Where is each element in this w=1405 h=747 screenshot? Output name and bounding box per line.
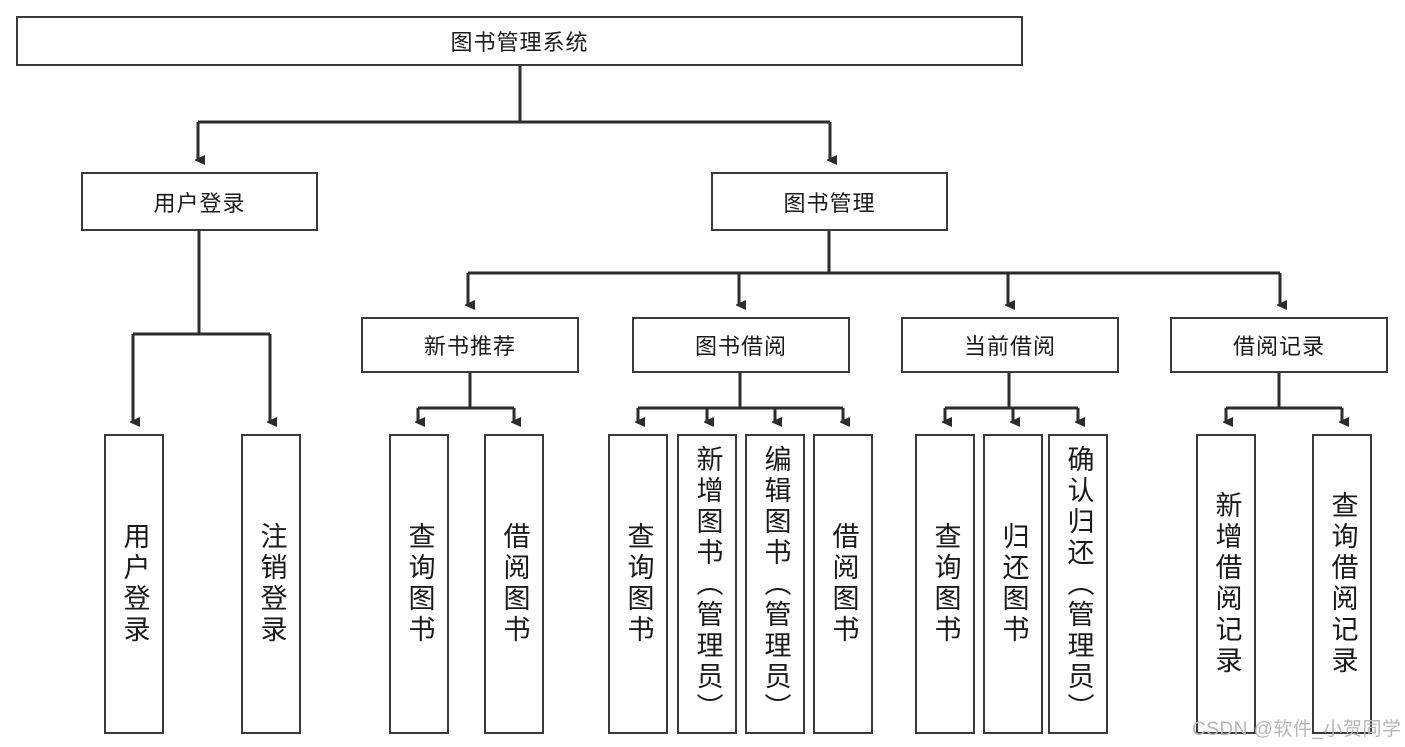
leaf-user-login[interactable]: 用户登录 — [104, 434, 164, 734]
node-level2-book-management[interactable]: 图书管理 — [711, 172, 948, 231]
leaf-edit-book-admin[interactable]: 编辑图书（管理员） — [745, 434, 805, 734]
leaf-query-books-borrow[interactable]: 查询图书 — [608, 434, 668, 734]
node-level3-new-book-recommend[interactable]: 新书推荐 — [361, 317, 579, 373]
node-level2-user-login[interactable]: 用户登录 — [81, 172, 318, 231]
leaf-query-books-recommend[interactable]: 查询图书 — [389, 434, 449, 734]
csdn-watermark: CSDN @软件_小贺同学 — [1192, 719, 1402, 740]
node-level3-book-borrow[interactable]: 图书借阅 — [632, 317, 850, 373]
node-root[interactable]: 图书管理系统 — [16, 16, 1023, 66]
leaf-query-books-current[interactable]: 查询图书 — [915, 434, 975, 734]
leaf-borrow-books[interactable]: 借阅图书 — [813, 434, 873, 734]
node-level3-current-borrow[interactable]: 当前借阅 — [901, 317, 1119, 373]
leaf-confirm-return-admin[interactable]: 确认归还（管理员） — [1048, 434, 1108, 734]
leaf-borrow-books-recommend[interactable]: 借阅图书 — [484, 434, 544, 734]
leaf-add-book-admin[interactable]: 新增图书（管理员） — [677, 434, 737, 734]
leaf-return-books[interactable]: 归还图书 — [983, 434, 1043, 734]
node-level3-borrow-records[interactable]: 借阅记录 — [1170, 317, 1388, 373]
leaf-add-borrow-record[interactable]: 新增借阅记录 — [1196, 434, 1256, 734]
leaf-logout[interactable]: 注销登录 — [241, 434, 301, 734]
leaf-query-borrow-record[interactable]: 查询借阅记录 — [1312, 434, 1372, 734]
